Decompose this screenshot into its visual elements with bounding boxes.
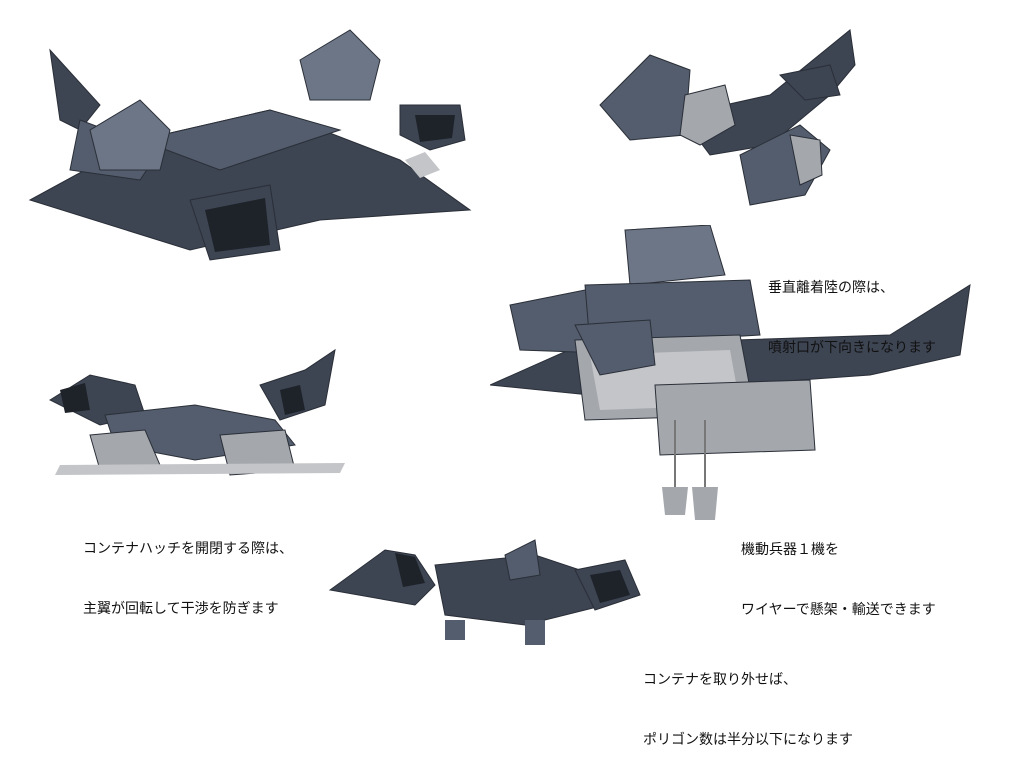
caption-hatch: コンテナハッチを開閉する際は、 主翼が回転して干渉を防ぎます [83,499,293,639]
aircraft-view-overhead [599,29,856,206]
caption-container-off-line2: ポリゴン数は半分以下になります [643,732,853,748]
caption-container-off: コンテナを取り外せば、 ポリゴン数は半分以下になります [643,630,853,770]
aircraft-view-side-carry [490,225,971,520]
caption-hatch-line1: コンテナハッチを開閉する際は、 [83,541,293,557]
caption-carry: 機動兵器１機を ワイヤーで懸架・輸送できます [741,500,936,640]
caption-vtol-line1: 垂直離着陸の際は、 [768,280,894,296]
caption-vtol: 垂直離着陸の際は、 噴射口が下向きになります [768,238,936,378]
aircraft-view-perspective [28,29,472,261]
caption-container-off-line1: コンテナを取り外せば、 [643,672,797,688]
caption-carry-line2: ワイヤーで懸架・輸送できます [741,602,936,618]
aircraft-view-hatch-open [48,348,345,476]
caption-carry-line1: 機動兵器１機を [741,542,839,558]
caption-vtol-line2: 噴射口が下向きになります [768,340,936,356]
aircraft-view-no-container [328,539,641,645]
caption-hatch-line2: 主翼が回転して干渉を防ぎます [83,601,279,617]
